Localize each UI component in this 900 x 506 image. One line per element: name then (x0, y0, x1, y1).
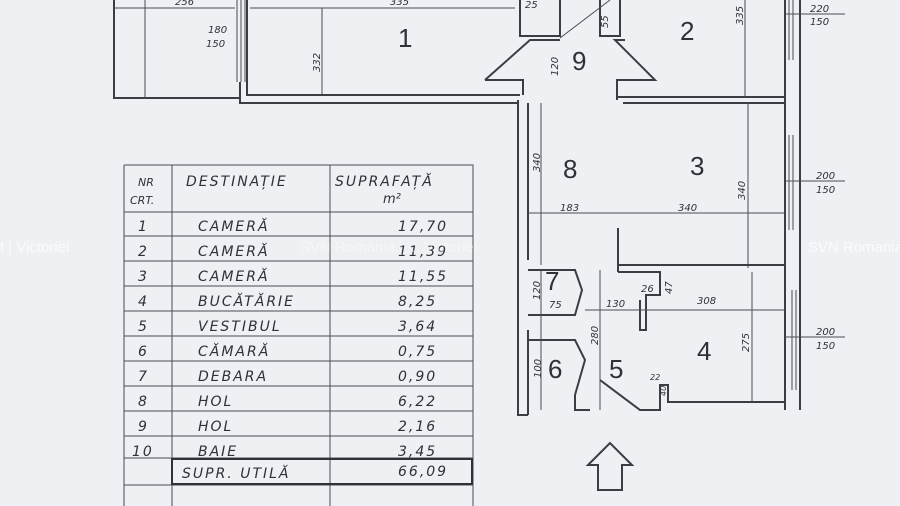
row-number: 3 (138, 269, 149, 285)
dimension-label: 150 (816, 185, 835, 196)
wall-2-3 (617, 96, 785, 104)
row-destination: CAMERĂ (198, 218, 270, 235)
dimension-label: t | Victoriei (0, 239, 69, 256)
header-crt: CRT. (130, 194, 154, 207)
row-area: 11,39 (398, 244, 448, 260)
room-label-4: 4 (697, 336, 711, 366)
watermark: t | Victoriei SVN Romania SVN Romania | … (0, 239, 900, 256)
dimension-label: 40 (659, 386, 668, 396)
dimension-label: SVN Romania | ... Victoriei (300, 239, 477, 256)
dimension-label: 130 (606, 299, 625, 310)
row-area: 17,70 (398, 219, 448, 235)
row-number: 9 (138, 419, 149, 435)
dimension-label: 200 (816, 171, 835, 182)
row-area: 3,45 (398, 444, 437, 460)
row-destination: BAIE (198, 444, 238, 460)
dimension-label: 275 (741, 333, 752, 352)
row-area: 11,55 (398, 269, 448, 285)
dimension-label: 332 (312, 53, 323, 72)
row-number: 8 (138, 394, 149, 410)
kitchen-wall (617, 228, 785, 331)
dimension-label: 26 (641, 284, 654, 295)
dimensions: 256 335 25 55 332 180 150 120 335 220 15… (175, 0, 835, 396)
row-number: 5 (138, 319, 149, 335)
dimension-label: 150 (810, 17, 829, 28)
dimension-label: 308 (697, 296, 716, 307)
dimension-label: 150 (816, 341, 835, 352)
room-label-2: 2 (680, 16, 694, 46)
vestibule-wall (599, 379, 785, 411)
row-area: 0,90 (398, 369, 437, 385)
dimension-label: 340 (532, 153, 543, 172)
hall-8-wall (517, 100, 529, 416)
row-destination: DEBARA (198, 369, 268, 385)
row-number: 4 (138, 294, 149, 310)
row-area: 8,25 (398, 294, 437, 310)
room-label-1: 1 (398, 23, 412, 53)
dimension-label: 120 (532, 281, 543, 300)
dimension-label: 256 (175, 0, 194, 8)
header-destination: DESTINAȚIE (186, 174, 288, 190)
row-number: 1 (138, 219, 149, 235)
room-label-8: 8 (563, 154, 577, 184)
dimension-label: 335 (390, 0, 409, 8)
dimension-label: 200 (816, 327, 835, 338)
dimension-label: 25 (525, 0, 538, 11)
room-label-5: 5 (609, 354, 623, 384)
hall-9-outline (484, 39, 658, 100)
shaft (519, 0, 621, 37)
row-destination: CAMERĂ (198, 243, 270, 260)
row-area: 0,75 (398, 344, 437, 360)
row-destination: VESTIBUL (198, 319, 282, 335)
row-number: 10 (132, 444, 154, 460)
row-number: 7 (138, 369, 149, 385)
storage-walls (527, 269, 590, 415)
room-label-7: 7 (545, 266, 559, 296)
balcony (113, 0, 246, 99)
dimension-label: 100 (533, 359, 544, 378)
exterior-wall-right (784, 0, 845, 410)
row-area: 6,22 (398, 394, 437, 410)
dimension-label: 120 (550, 57, 561, 76)
room-label-3: 3 (690, 151, 704, 181)
dimension-label: 183 (560, 203, 579, 214)
dimension-label: 335 (735, 6, 746, 25)
row-destination: CAMERĂ (198, 268, 270, 285)
dimension-label: 150 (206, 39, 225, 50)
header-unit: m² (383, 192, 401, 207)
dimension-label: 47 (664, 281, 675, 294)
dimension-label: 55 (600, 15, 611, 28)
header-nr: NR (138, 176, 154, 189)
row-area: 2,16 (398, 419, 437, 435)
dimension-label: 340 (737, 181, 748, 200)
dimension-label: SVN Romania (808, 239, 900, 256)
room-1: 1 (239, 0, 520, 104)
dimension-label: 22 (650, 373, 660, 382)
room-label-6: 6 (548, 354, 562, 384)
row-destination: HOL (198, 394, 233, 410)
row-area: 3,64 (398, 319, 437, 335)
dimension-label: 75 (549, 300, 562, 311)
dimension-label: 180 (208, 25, 227, 36)
row-destination: HOL (198, 419, 233, 435)
total-label: SUPR. UTILĂ (182, 465, 291, 482)
dimension-label: 280 (590, 326, 601, 345)
dimension-label: 340 (678, 203, 697, 214)
row-destination: CĂMARĂ (198, 343, 270, 360)
row-number: 2 (138, 244, 149, 260)
row-number: 6 (138, 344, 149, 360)
header-area: SUPRAFAȚĂ (335, 173, 434, 190)
entrance-arrow-icon (585, 441, 635, 491)
row-destination: BUCĂTĂRIE (198, 293, 295, 310)
dimension-label: 220 (810, 4, 829, 15)
total-area: 66,09 (398, 464, 448, 480)
room-label-9: 9 (572, 46, 586, 76)
